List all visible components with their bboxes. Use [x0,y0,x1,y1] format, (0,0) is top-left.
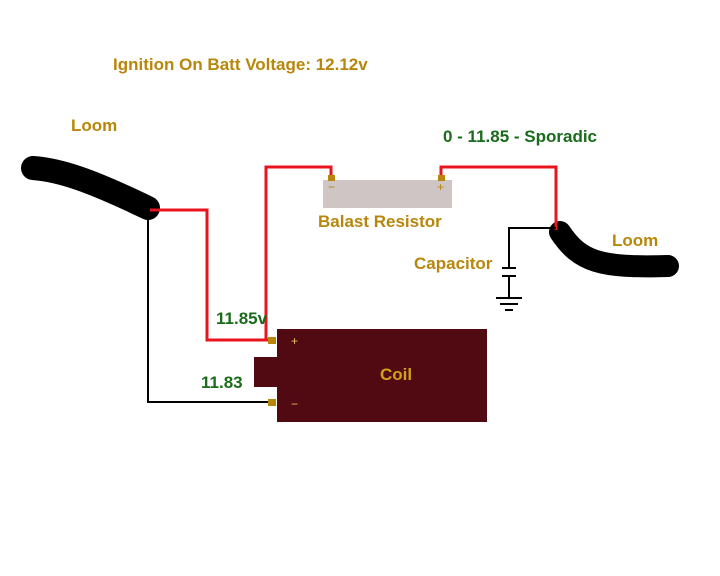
resistor-voltage-reading: 0 - 11.85 - Sporadic [443,127,597,146]
coil-positive-sign: + [291,334,298,348]
balast-resistor-label: Balast Resistor [318,212,442,231]
coil-body [277,329,487,422]
loom-right-label: Loom [612,231,658,250]
coil-terminal-positive [268,337,276,344]
wire-resistor-to-loom-right [439,165,558,230]
loom-left-label: Loom [71,116,117,135]
loom-left-cable [21,156,160,220]
capacitor-symbol [496,267,522,311]
diagram-title: Ignition On Batt Voltage: 12.12v [113,55,368,74]
wire-loom-to-coil-positive [150,208,272,342]
wire-loom-to-coil-negative [147,212,272,403]
resistor-negative-sign: − [328,180,335,194]
coil-terminal-block [254,357,278,387]
balast-resistor-body [323,180,452,208]
capacitor-label: Capacitor [414,254,493,273]
resistor-terminal-positive [438,175,445,181]
coil-positive-voltage-reading: 11.85v [216,309,268,328]
coil-label: Coil [380,365,412,384]
wire-loom-to-capacitor [508,227,556,268]
loom-right-cable [549,221,679,278]
resistor-positive-sign: + [437,180,444,194]
wire-coil-positive-to-resistor [264,165,333,340]
coil-terminal-negative [268,399,276,406]
resistor-terminal-negative [328,175,335,181]
coil-negative-voltage-reading: 11.83 [201,373,243,392]
coil-negative-sign: − [291,397,298,411]
